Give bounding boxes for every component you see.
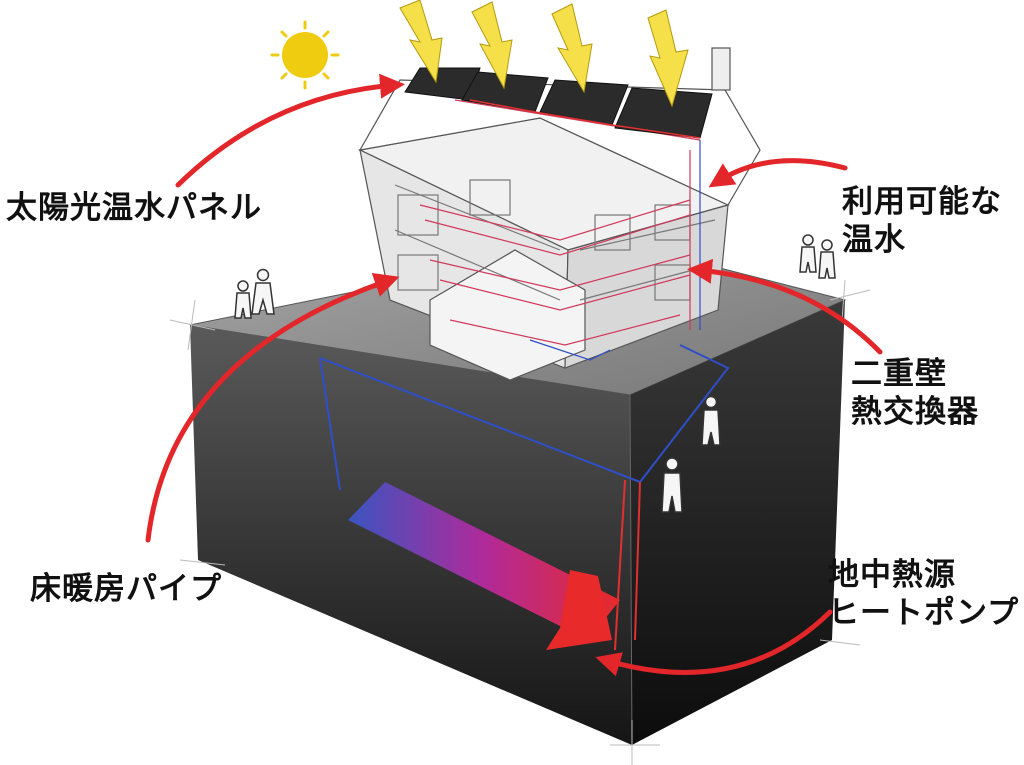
label-floor-heating-pipe: 床暖房パイプ [30, 571, 222, 607]
label-solar-water-panel: 太陽光温水パネル [6, 190, 262, 226]
sunbeam-icon [551, 3, 593, 94]
sunbeams [399, 0, 689, 108]
label-geothermal-heat-pump: 地中熱源 ヒートポンプ [828, 557, 1020, 631]
people [234, 234, 836, 513]
person-icon [234, 280, 252, 319]
callout-arrows [145, 73, 883, 677]
arrow-icon [145, 273, 400, 543]
sunbeam-icon [647, 9, 689, 108]
label-usable-hot-water: 利用可能な 温水 [842, 184, 1002, 258]
sun-icon [270, 20, 340, 90]
ground-pipes [319, 344, 730, 651]
person-icon [818, 239, 836, 279]
solar-panel-icon [404, 67, 481, 101]
person-icon [251, 268, 275, 315]
sunbeam-icon [471, 1, 513, 90]
label-double-wall-heat-exchanger: 二重壁 熱交換器 [851, 356, 979, 430]
person-icon [661, 457, 683, 513]
person-icon [799, 234, 817, 273]
sunbeam-icon [399, 0, 443, 84]
ground-loop-icon [348, 482, 620, 650]
solar-panel-icon [614, 87, 713, 139]
person-icon [701, 395, 721, 446]
arrow-icon [708, 158, 848, 188]
arrow-icon [175, 73, 405, 188]
arrow-icon [595, 609, 833, 677]
arrow-icon [687, 258, 883, 355]
